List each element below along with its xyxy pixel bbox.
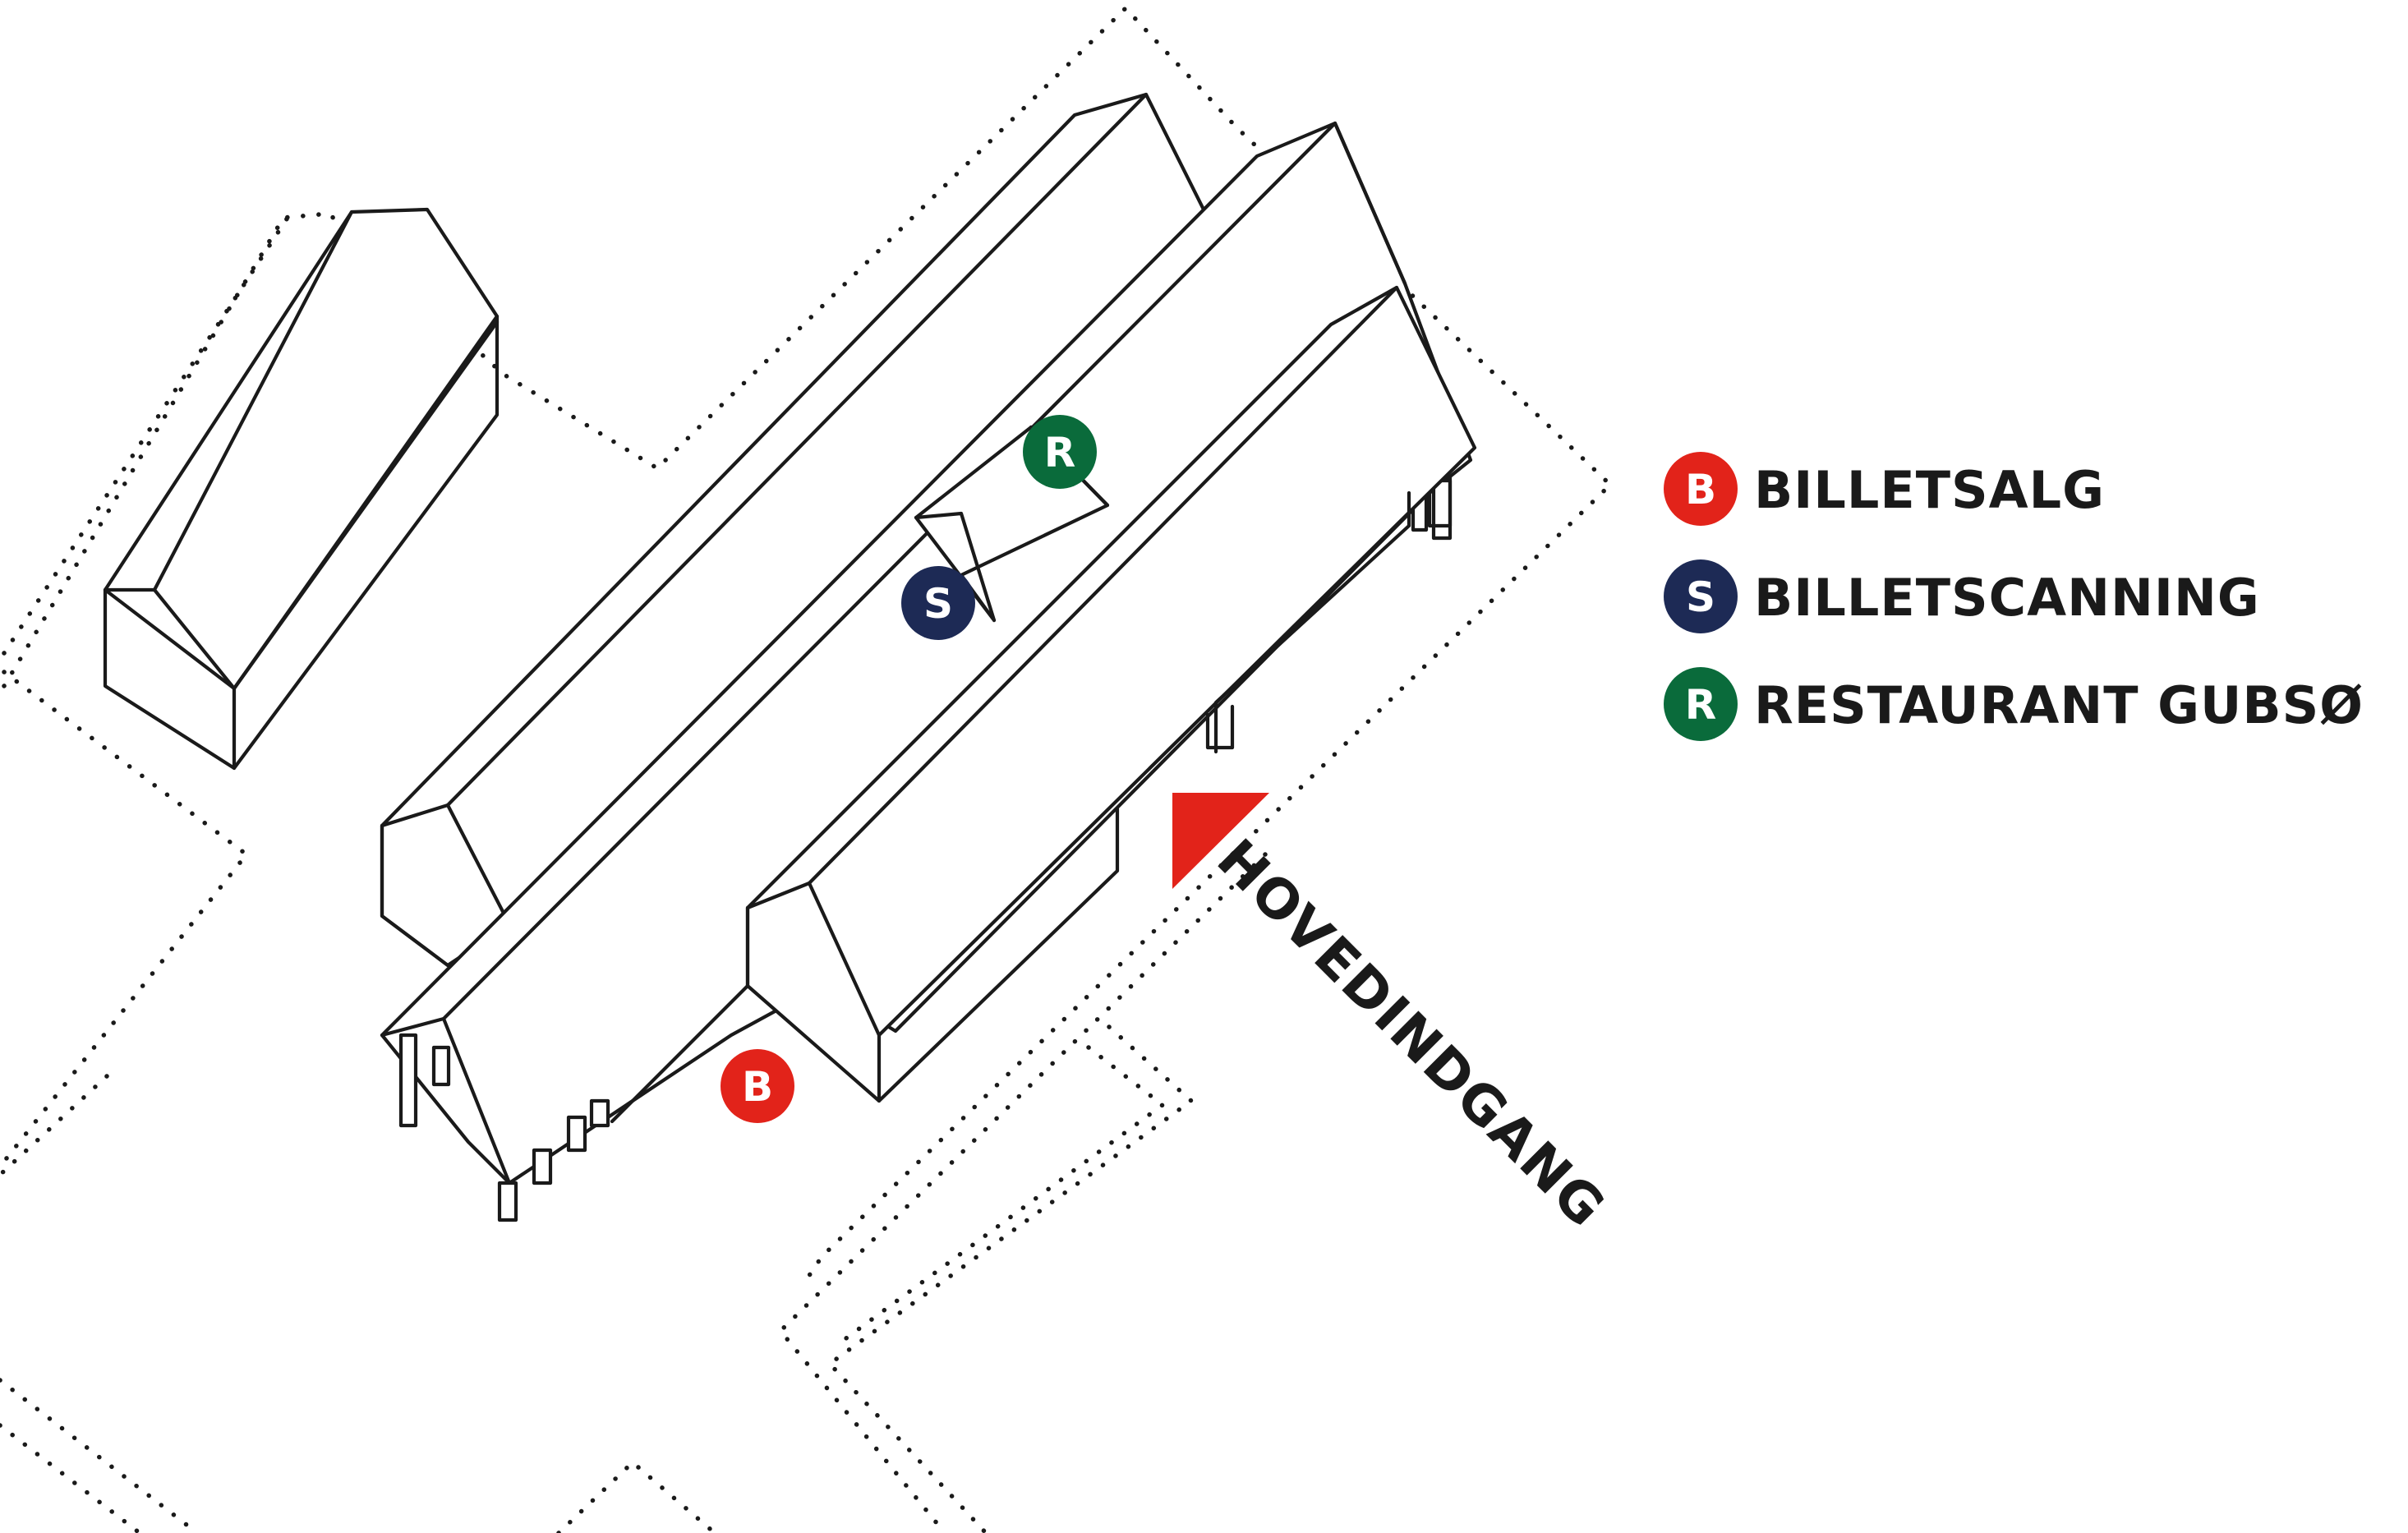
legend-label: BILLETSALG — [1754, 460, 2105, 520]
legend-badge — [1664, 559, 1738, 633]
map-marker-ticket-sales: B — [721, 1049, 794, 1123]
legend-label: BILLETSCANNING — [1754, 568, 2260, 628]
legend-badge-letter: S — [1686, 573, 1715, 621]
marker-letter: S — [923, 580, 953, 628]
map-marker-ticket-scanning: S — [901, 566, 975, 640]
legend-label: RESTAURANT GUBSØ — [1754, 675, 2364, 735]
marker-letter: R — [1044, 429, 1076, 476]
legend-badge-letter: R — [1685, 681, 1717, 729]
legend-item-ticket-scanning: S BILLETSCANNING — [1664, 559, 2260, 633]
building-front — [610, 285, 1477, 1124]
map-marker-restaurant: R — [1023, 415, 1097, 489]
marker-letter: B — [742, 1063, 773, 1111]
building-small-barn — [103, 207, 500, 771]
legend-item-ticket-sales: B BILLETSALG — [1664, 452, 2105, 526]
entrance-arrow-icon — [1172, 793, 1269, 889]
legend-badge — [1664, 452, 1738, 526]
main-entrance: HOVEDINDGANG — [1172, 793, 1618, 1240]
entrance-label: HOVEDINDGANG — [1205, 827, 1618, 1241]
site-boundary-lines — [0, 5, 1614, 1533]
legend-item-restaurant: R RESTAURANT GUBSØ — [1664, 667, 2364, 741]
legend-badge-letter: B — [1685, 466, 1716, 513]
legend: B BILLETSALG S BILLETSCANNING R RESTAURA… — [1664, 452, 2364, 741]
legend-badge — [1664, 667, 1738, 741]
